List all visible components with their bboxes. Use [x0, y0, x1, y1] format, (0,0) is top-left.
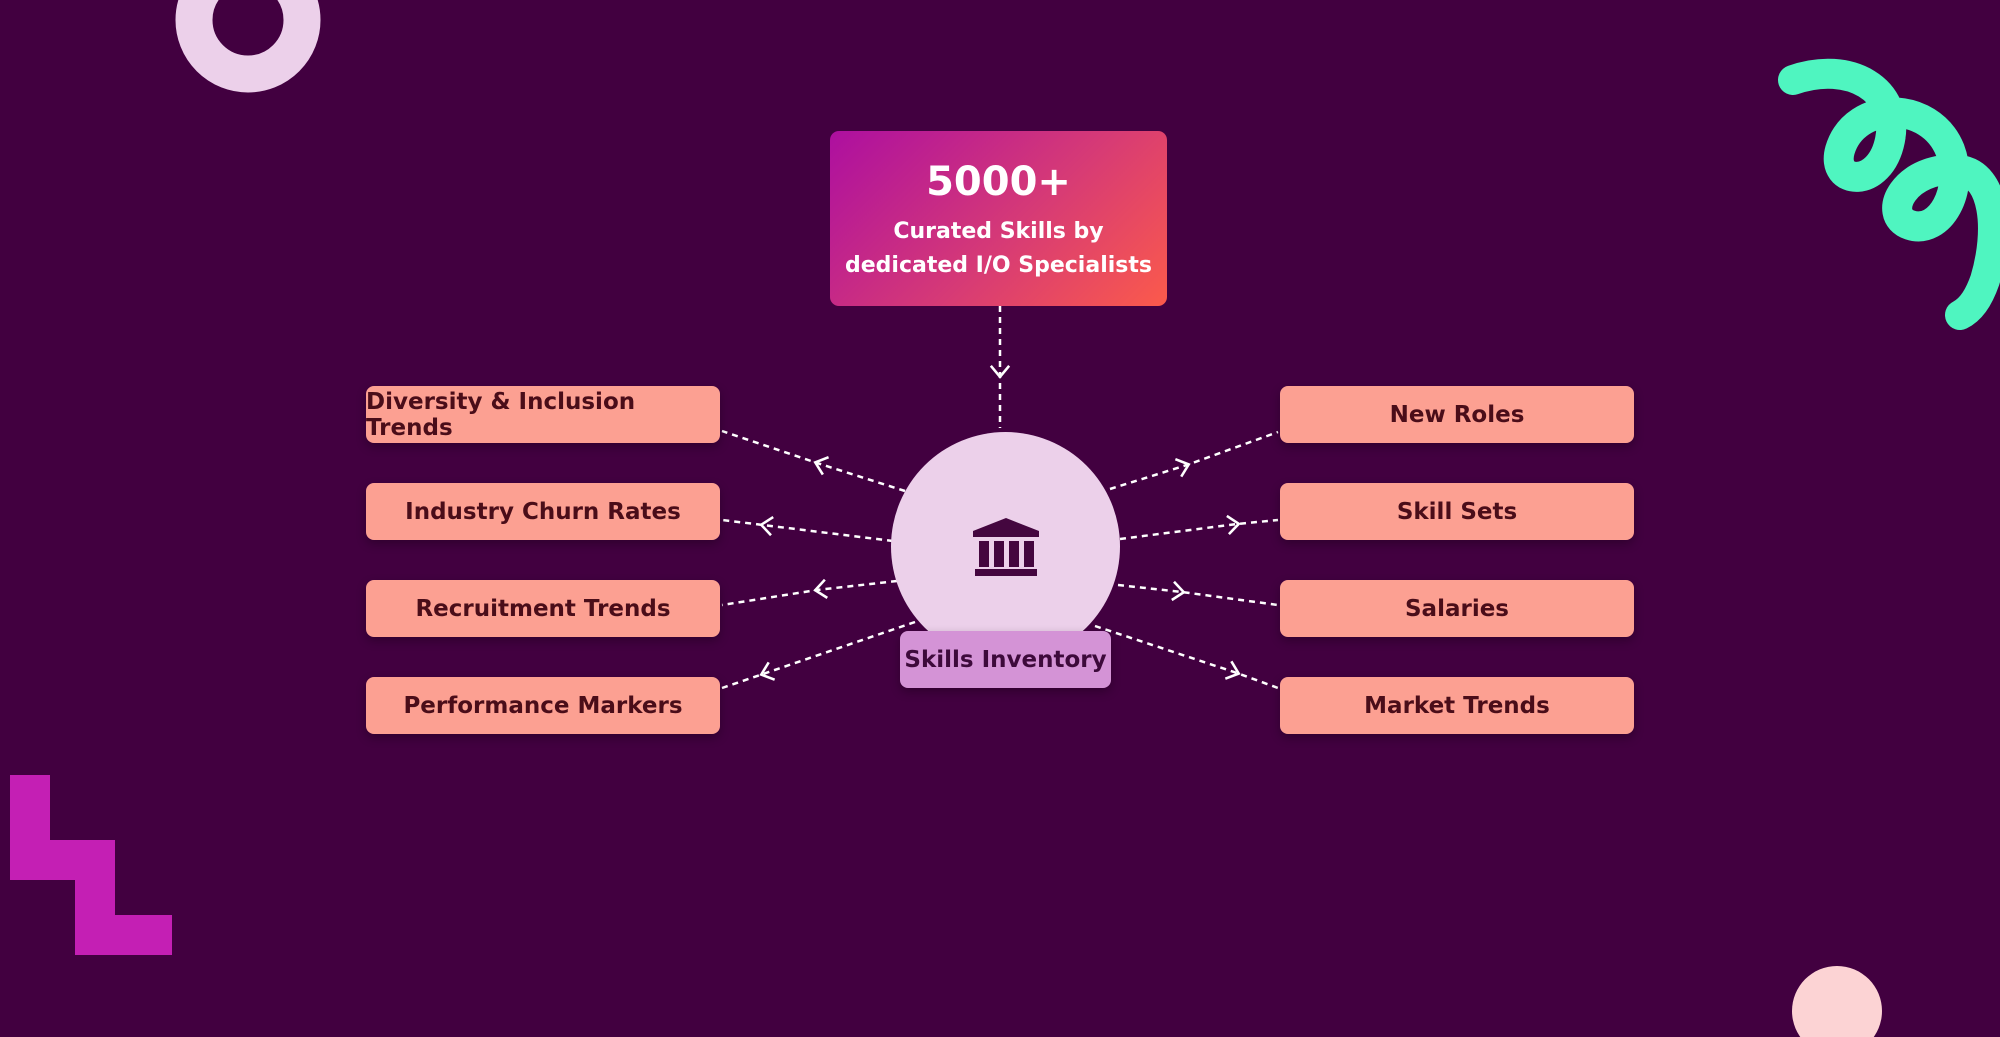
caption-line-1: Curated Skills by	[893, 219, 1104, 244]
pill-skill-sets: Skill Sets	[1280, 483, 1634, 540]
pill-recruitment-trends: Recruitment Trends	[366, 580, 720, 637]
skills-count: 5000+	[926, 159, 1071, 205]
hub-label: Skills Inventory	[900, 631, 1111, 688]
connector-recruitment	[721, 578, 898, 607]
squiggle-shape	[1778, 58, 2000, 330]
connector-skill-sets	[1119, 514, 1279, 541]
dot-shape	[1792, 966, 1882, 1037]
connector-salaries	[1117, 580, 1279, 607]
pill-new-roles: New Roles	[1280, 386, 1634, 443]
ring-shape	[175, 0, 321, 93]
pill-diversity-inclusion-trends: Diversity & Inclusion Trends	[366, 386, 720, 443]
zigzag-shape	[10, 775, 172, 955]
skills-count-card: 5000+ Curated Skills by dedicated I/O Sp…	[830, 131, 1167, 306]
connector-diversity	[721, 429, 906, 493]
pill-salaries: Salaries	[1280, 580, 1634, 637]
pill-market-trends: Market Trends	[1280, 677, 1634, 734]
connector-new-roles	[1109, 430, 1279, 491]
caption-line-2: dedicated I/O Specialists	[844, 253, 1152, 278]
skills-inventory-hub	[891, 432, 1120, 661]
connector-performance	[721, 620, 916, 690]
skills-count-caption: Curated Skills by dedicated I/O Speciali…	[830, 215, 1167, 283]
connector-churn	[721, 515, 894, 543]
bank-building-icon	[972, 517, 1039, 576]
pill-industry-churn-rates: Industry Churn Rates	[366, 483, 720, 540]
pill-performance-markers: Performance Markers	[366, 677, 720, 734]
connector-market	[1094, 624, 1279, 690]
